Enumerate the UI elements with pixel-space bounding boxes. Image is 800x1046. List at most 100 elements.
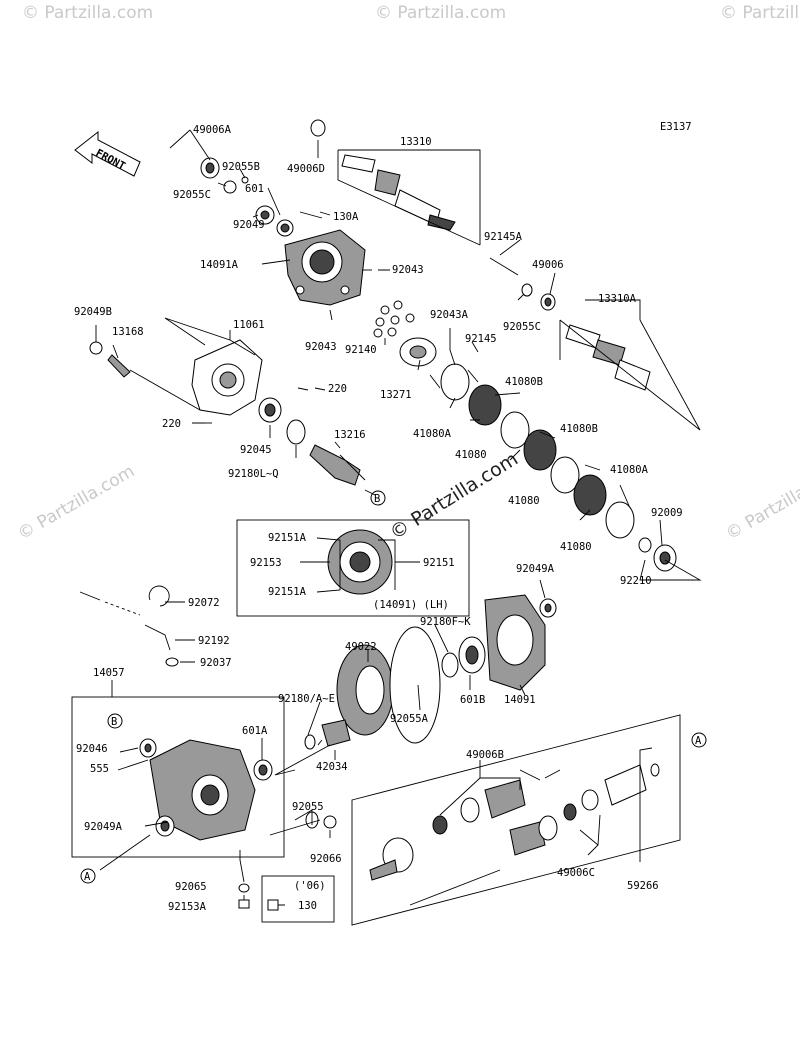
- part-label: 92072: [188, 597, 220, 609]
- pinion-gear-13216: [309, 444, 366, 486]
- part-label: 92151A: [268, 532, 307, 544]
- part-label: 49006C: [557, 867, 595, 879]
- bolt-130: [267, 899, 279, 911]
- part-label: 92037: [200, 657, 232, 669]
- part-label: 13168: [112, 326, 144, 338]
- year-box: [261, 875, 335, 923]
- part-label: 92049B: [74, 306, 112, 318]
- part-label: 555: [90, 763, 109, 775]
- part-label: 41080A: [610, 464, 649, 476]
- watermark-text: © Partzilla.com: [22, 3, 153, 23]
- shim-92180-A-E: [304, 734, 316, 750]
- coupling-42034: [321, 719, 351, 747]
- part-label: 92043: [392, 264, 424, 276]
- propeller-shaft-13310A: [565, 324, 651, 391]
- part-label: 14091A: [200, 259, 239, 271]
- watermark-text: © Partzilla.com: [720, 3, 800, 23]
- marker-a-circle: A: [691, 732, 707, 748]
- bearing-601: [276, 219, 294, 237]
- part-label: 92151: [423, 557, 455, 569]
- bearing-92049A: [155, 815, 175, 837]
- diagram-code: E3137: [660, 121, 692, 133]
- breather-hose: [79, 585, 179, 667]
- bearing-92049A: [539, 598, 557, 618]
- front-arrow-icon: FRONT: [74, 130, 141, 177]
- part-label: 13271: [380, 389, 412, 401]
- shim-92180F-K: [441, 652, 459, 678]
- part-label: 92066: [310, 853, 342, 865]
- part-label: 92145A: [484, 231, 523, 243]
- part-label: 13310: [400, 136, 432, 148]
- part-label: 13216: [334, 429, 366, 441]
- part-label: 220: [162, 418, 181, 430]
- part-label: 92180F~K: [420, 616, 471, 628]
- center-watermark: © Partzilla.com: [386, 448, 522, 544]
- gear-housing-lh: [327, 529, 393, 595]
- part-label: 59266: [627, 880, 659, 892]
- part-label: 92049A: [516, 563, 555, 575]
- part-label: 92153A: [168, 901, 207, 913]
- o-ring-92055C: [223, 180, 237, 194]
- year-note: ('06): [294, 880, 326, 892]
- part-label: 41080A: [413, 428, 452, 440]
- part-label: 13310A: [598, 293, 637, 305]
- spring-92145A: [489, 257, 519, 276]
- lh-housing-box: [236, 519, 470, 617]
- part-label: 14057: [93, 667, 125, 679]
- marker-b-label: B: [374, 493, 380, 505]
- part-label: 92009: [651, 507, 683, 519]
- watermark-text: © Partzilla.com: [15, 461, 139, 544]
- part-label: 130A: [333, 211, 359, 223]
- propeller-shaft-13310: [310, 119, 456, 231]
- gear-housing-14091: [484, 594, 546, 691]
- part-label: 92055: [292, 801, 324, 813]
- part-label: 92043: [305, 341, 337, 353]
- part-label: 601B: [460, 694, 485, 706]
- part-label: 92055C: [503, 321, 541, 333]
- part-label: 49006: [532, 259, 564, 271]
- part-label: 92140: [345, 344, 377, 356]
- part-label: 14091: [504, 694, 536, 706]
- o-ring-92055A: [389, 626, 441, 744]
- bearing-601B: [458, 636, 486, 674]
- part-label: 92045: [240, 444, 272, 456]
- part-label: 130: [298, 900, 317, 912]
- bearing-601A: [253, 759, 273, 781]
- final-gear-case-14057: [149, 739, 256, 841]
- leader-lines: [95, 129, 702, 906]
- box-note: (14091) (LH): [373, 599, 449, 611]
- marker-a-circle: A: [80, 868, 96, 884]
- part-label: 49006D: [287, 163, 325, 175]
- bearing-92049: [255, 205, 275, 225]
- seal-49006: [540, 293, 556, 311]
- drive-shaft-box: [351, 714, 681, 926]
- part-label: 41080: [560, 541, 592, 553]
- part-label: 49022: [345, 641, 377, 653]
- ring-gear-49022: [336, 644, 394, 736]
- nut-92066: [323, 815, 337, 829]
- bearing-92045: [258, 397, 282, 423]
- part-label: 11061: [233, 319, 265, 331]
- part-label: 92145: [465, 333, 497, 345]
- cover-11061: [191, 339, 263, 416]
- seal-92046: [139, 738, 157, 758]
- gear-housing-14091A: [284, 229, 366, 306]
- o-ring-92055B: [241, 176, 249, 184]
- part-label: 220: [328, 383, 347, 395]
- bolt-13168: [89, 341, 131, 378]
- washer-92065: [238, 883, 250, 893]
- part-label: 92151A: [268, 586, 307, 598]
- bolt-130A: [299, 211, 323, 219]
- bolt-92153A: [238, 899, 250, 909]
- final-gear-case-box: [71, 696, 285, 858]
- watermark-text: © Partzilla.com: [723, 461, 800, 544]
- watermark-text: © Partzilla.com: [375, 3, 506, 23]
- part-labels: 49006A 92055B 92055C 601 92049 130A 1409…: [74, 124, 683, 913]
- part-label: 92180L~Q: [228, 468, 279, 480]
- drive-shaft-59266: [369, 763, 660, 906]
- part-label: 601: [245, 183, 264, 195]
- part-label: 92055B: [222, 161, 260, 173]
- part-label: 92065: [175, 881, 207, 893]
